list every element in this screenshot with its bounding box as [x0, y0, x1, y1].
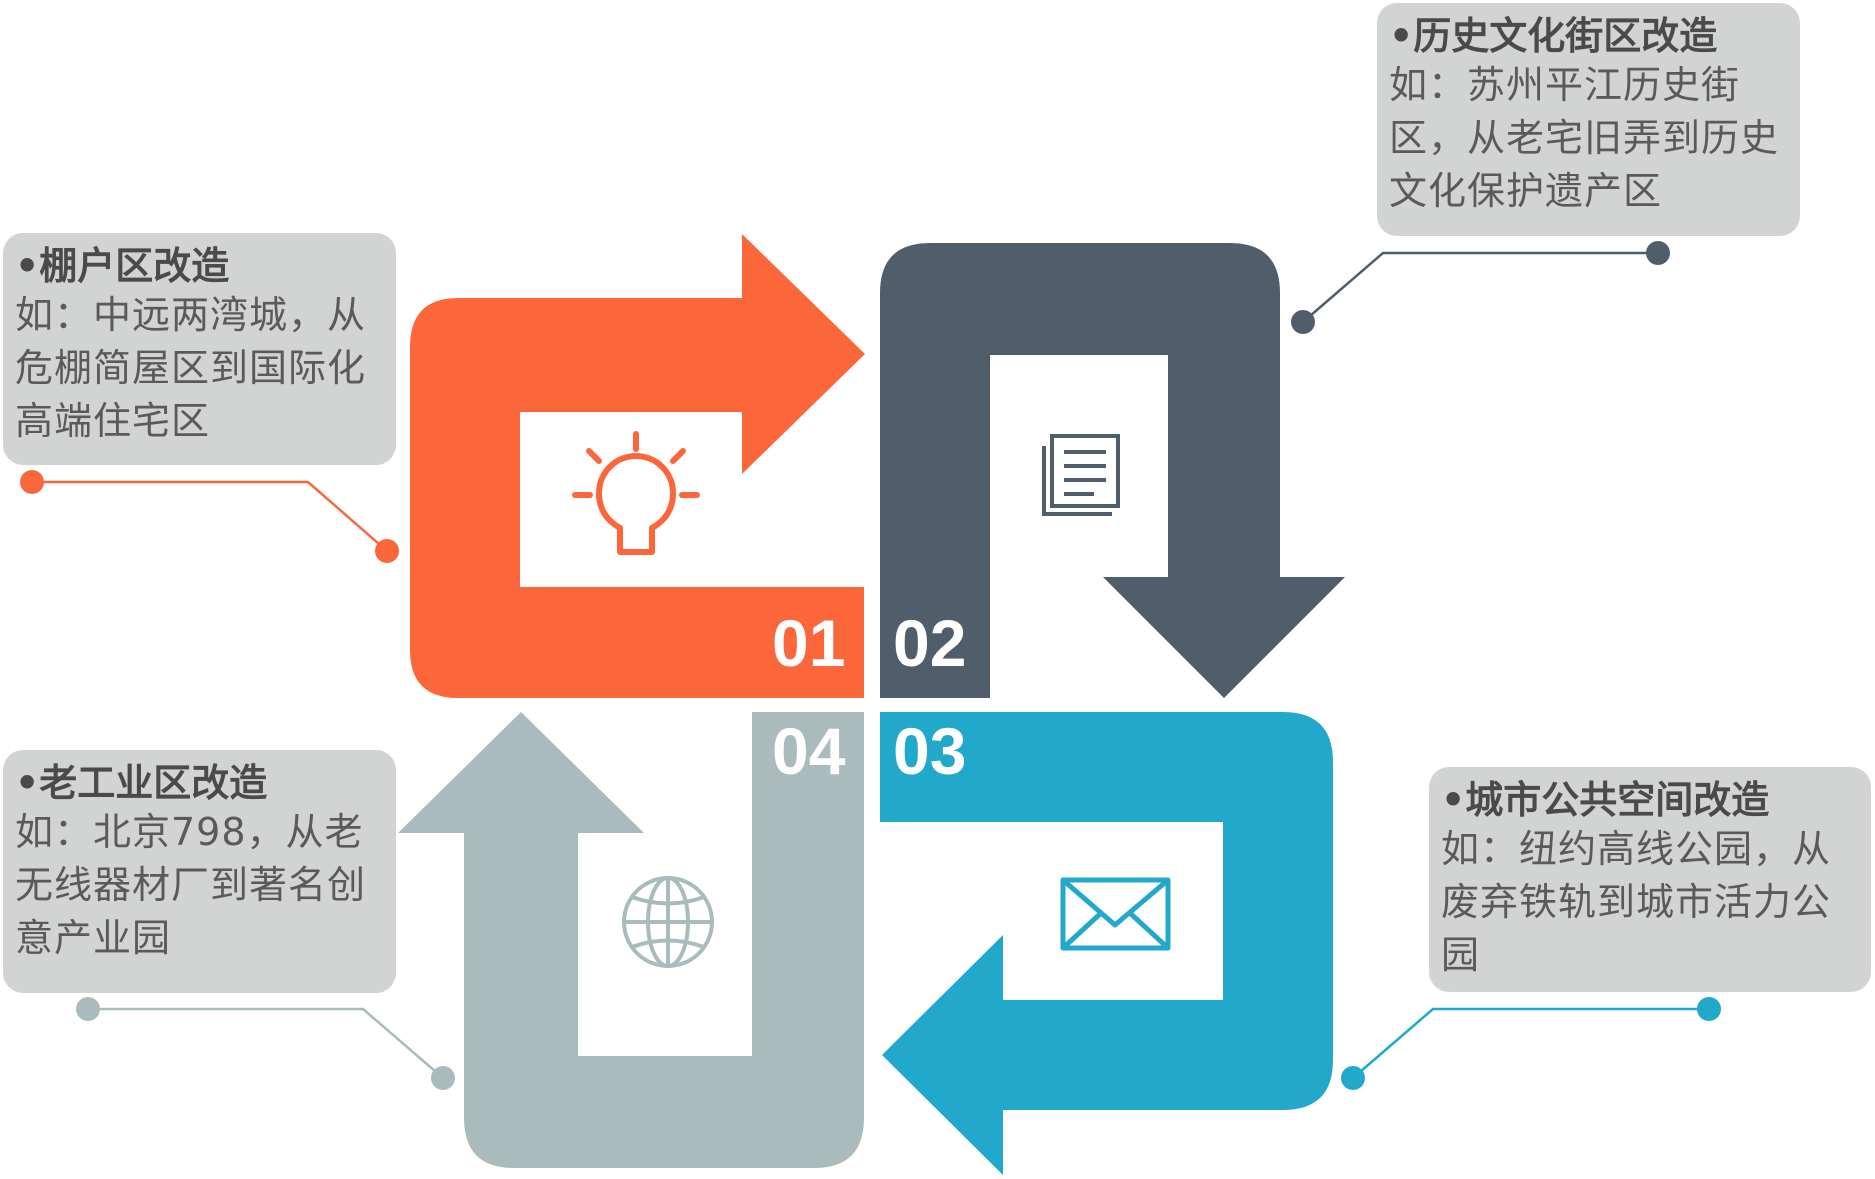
- step-number-01: 01: [772, 606, 845, 680]
- arrow-step-03: [880, 712, 1333, 1175]
- envelope-icon: [1060, 877, 1171, 951]
- callout-step-04: •老工业区改造 如：北京798，从老无线器材厂到著名创意产业园: [3, 750, 396, 993]
- connector-step-02: [1291, 241, 1670, 334]
- connector-step-04: [76, 997, 455, 1090]
- callout-description: 如：中远两湾城，从危棚简屋区到国际化高端住宅区: [15, 293, 367, 443]
- callout-description: 如：苏州平江历史街区，从老宅旧弄到历史文化保护遗产区: [1389, 63, 1780, 213]
- connector-step-01: [20, 470, 399, 563]
- step-number-03: 03: [893, 714, 966, 788]
- callout-description: 如：北京798，从老无线器材厂到著名创意产业园: [15, 810, 367, 960]
- callout-title: •城市公共空间改造: [1441, 778, 1770, 822]
- connector-step-03: [1341, 997, 1721, 1090]
- document-icon: [1042, 434, 1120, 516]
- arrow-step-02: [880, 243, 1345, 698]
- callout-title: •棚户区改造: [15, 244, 230, 288]
- arrow-step-01: [410, 234, 865, 698]
- step-number-02: 02: [893, 606, 966, 680]
- callout-description: 如：纽约高线公园，从废弃铁轨到城市活力公园: [1441, 827, 1832, 977]
- callout-step-03: •城市公共空间改造 如：纽约高线公园，从废弃铁轨到城市活力公园: [1429, 767, 1871, 992]
- globe-icon: [622, 876, 714, 968]
- lightbulb-icon: [572, 431, 700, 555]
- callout-step-02: •历史文化街区改造 如：苏州平江历史街区，从老宅旧弄到历史文化保护遗产区: [1377, 3, 1800, 236]
- callout-title: •老工业区改造: [15, 761, 268, 805]
- arrow-step-04: [398, 712, 864, 1168]
- callout-title: •历史文化街区改造: [1389, 14, 1718, 58]
- callout-step-01: •棚户区改造 如：中远两湾城，从危棚简屋区到国际化高端住宅区: [3, 233, 396, 465]
- step-number-04: 04: [772, 714, 846, 788]
